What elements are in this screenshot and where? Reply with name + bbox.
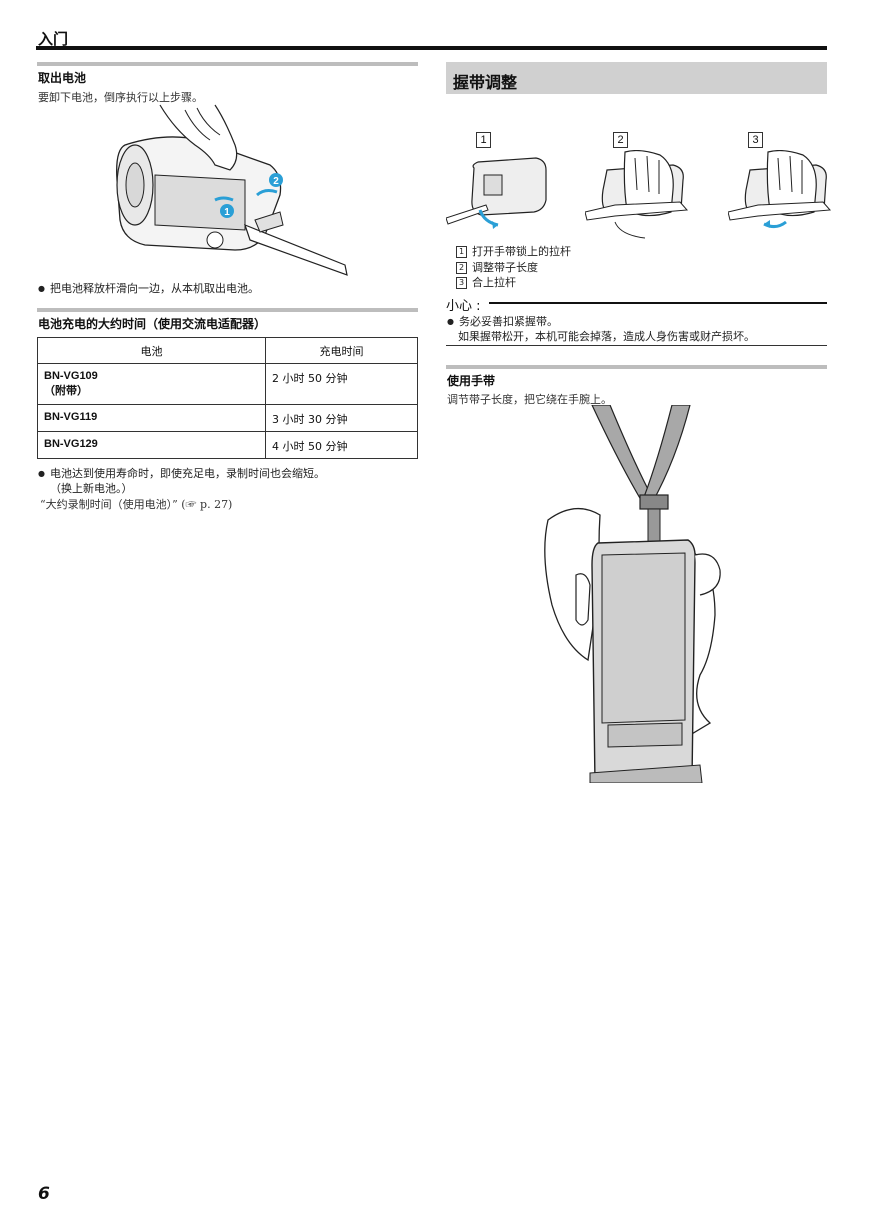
step-number: 1 [456,246,467,258]
charge-time-table: 电池 充电时间 BN-VG109 （附带） 2 小时 50 分钟 BN-VG11… [37,337,418,459]
table-row: BN-VG109 （附带） 2 小时 50 分钟 [37,363,418,405]
grip-adjust-title: 握带调整 [453,73,518,92]
step-box-2: 2 [613,132,628,148]
step-number: 3 [456,277,467,289]
remove-battery-title: 取出电池 [38,71,87,85]
header-rule [36,46,827,50]
page-number: 6 [38,1184,50,1204]
column-header-charge-time: 充电时间 [265,337,418,364]
step-text: 调整带子长度 [472,260,538,274]
column-header-battery: 电池 [37,337,266,364]
step-box-1: 1 [476,132,491,148]
caution-detail: 如果握带松开，本机可能会掉落，造成人身伤害或财产损坏。 [458,330,755,343]
charge-time-cell: 3 小时 30 分钟 [265,404,418,432]
charge-time-cell: 4 小时 50 分钟 [265,431,418,459]
charge-time-title: 电池充电的大约时间（使用交流电适配器） [38,317,267,331]
remove-battery-bullet: 把电池释放杆滑向一边，从本机取出电池。 [38,280,259,296]
battery-model: BN-VG119 [37,404,266,432]
hand-strap-illustration [544,405,721,783]
step-1-illustration [446,157,547,229]
step-text: 打开手带锁上的拉杆 [472,245,571,258]
caution-bullet: 务必妥善扣紧握带。 [447,313,558,329]
hand-strap-title: 使用手带 [447,374,496,388]
battery-cell: BN-VG109 （附带） [37,363,266,405]
table-header-row: 电池 充电时间 [37,337,418,364]
list-item: 1 打开手带锁上的拉杆 [456,244,571,260]
step-text: 合上拉杆 [472,276,516,289]
grip-adjust-title-bar [446,62,827,94]
section-rule [446,365,827,369]
step-list: 1 打开手带锁上的拉杆 2 调整带子长度 3 合上拉杆 [456,244,571,291]
caution-rule [489,302,827,304]
battery-model: BN-VG109 [44,370,98,382]
step-3-illustration [728,150,832,229]
charge-time-cell: 2 小时 50 分钟 [265,363,418,405]
hand-strap-desc: 调节带子长度，把它绕在手腕上。 [447,393,612,406]
reference-link[interactable]: “大约录制时间（使用电池）” (☞ p. 27) [40,498,233,511]
list-item: 2 调整带子长度 [456,260,571,276]
table-row: BN-VG119 3 小时 30 分钟 [37,404,418,432]
caution-label: 小心 : [446,299,481,314]
page-header-title: 入门 [38,30,69,48]
battery-removal-illustration: 1 2 [116,104,348,276]
step-2-illustration [585,150,689,239]
remove-battery-desc: 要卸下电池，倒序执行以上步骤。 [38,91,203,104]
charge-bullet-line2: （换上新电池。） [50,482,133,495]
section-rule [37,62,418,66]
table-row: BN-VG129 4 小时 50 分钟 [37,431,418,459]
battery-note: （附带） [44,384,88,397]
battery-model: BN-VG129 [37,431,266,459]
section-rule [37,308,418,312]
step-number: 2 [456,261,467,274]
callout-1: 1 [224,207,230,218]
step-box-3: 3 [748,132,763,148]
charge-bullet: 电池达到使用寿命时，即使充足电，录制时间也会缩短。 [38,465,325,481]
caution-bottom-rule [446,345,827,346]
list-item: 3 合上拉杆 [456,275,571,291]
callout-2: 2 [273,176,279,187]
